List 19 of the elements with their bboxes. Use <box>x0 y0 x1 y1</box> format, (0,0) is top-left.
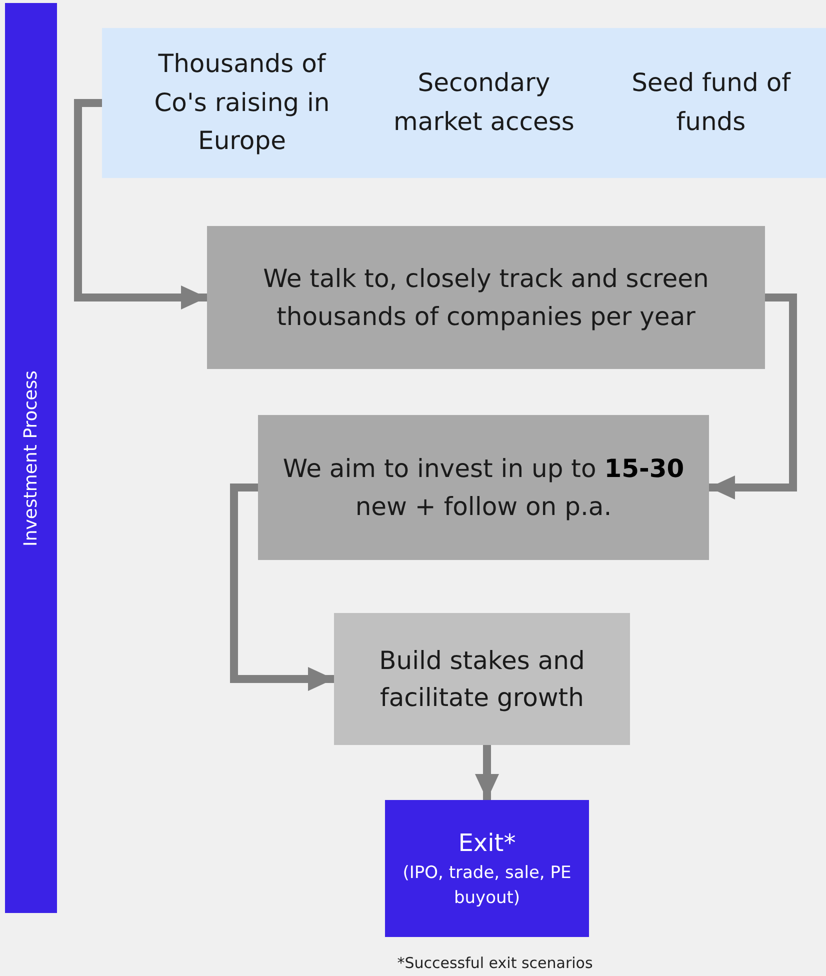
step-text: We aim to invest in up to 15-30 new + follow on p.a. <box>282 453 686 522</box>
side-band <box>5 3 57 913</box>
footnote: *Successful exit scenarios <box>396 954 594 972</box>
source-text: Seed fund of funds <box>630 67 792 138</box>
arrow <box>74 99 207 310</box>
arrow <box>475 745 499 800</box>
arrow <box>230 484 334 691</box>
vertical-title: Investment Process <box>20 370 42 546</box>
step-text: Build stakes and facilitate growth <box>378 644 586 714</box>
source-text: Secondary market access <box>392 67 576 138</box>
source-band <box>102 28 826 178</box>
exit-box <box>385 800 589 937</box>
process-box <box>334 613 630 745</box>
exit-detail: (IPO, trade, sale, PE buyout) <box>402 862 572 910</box>
process-box <box>207 226 765 369</box>
process-box <box>258 415 709 560</box>
exit-heading: Exit* <box>457 828 517 860</box>
source-text: Thousands of Co's raising in Europe <box>153 48 331 158</box>
step-text: We talk to, closely track and screen thousands of companies per year <box>262 263 710 332</box>
